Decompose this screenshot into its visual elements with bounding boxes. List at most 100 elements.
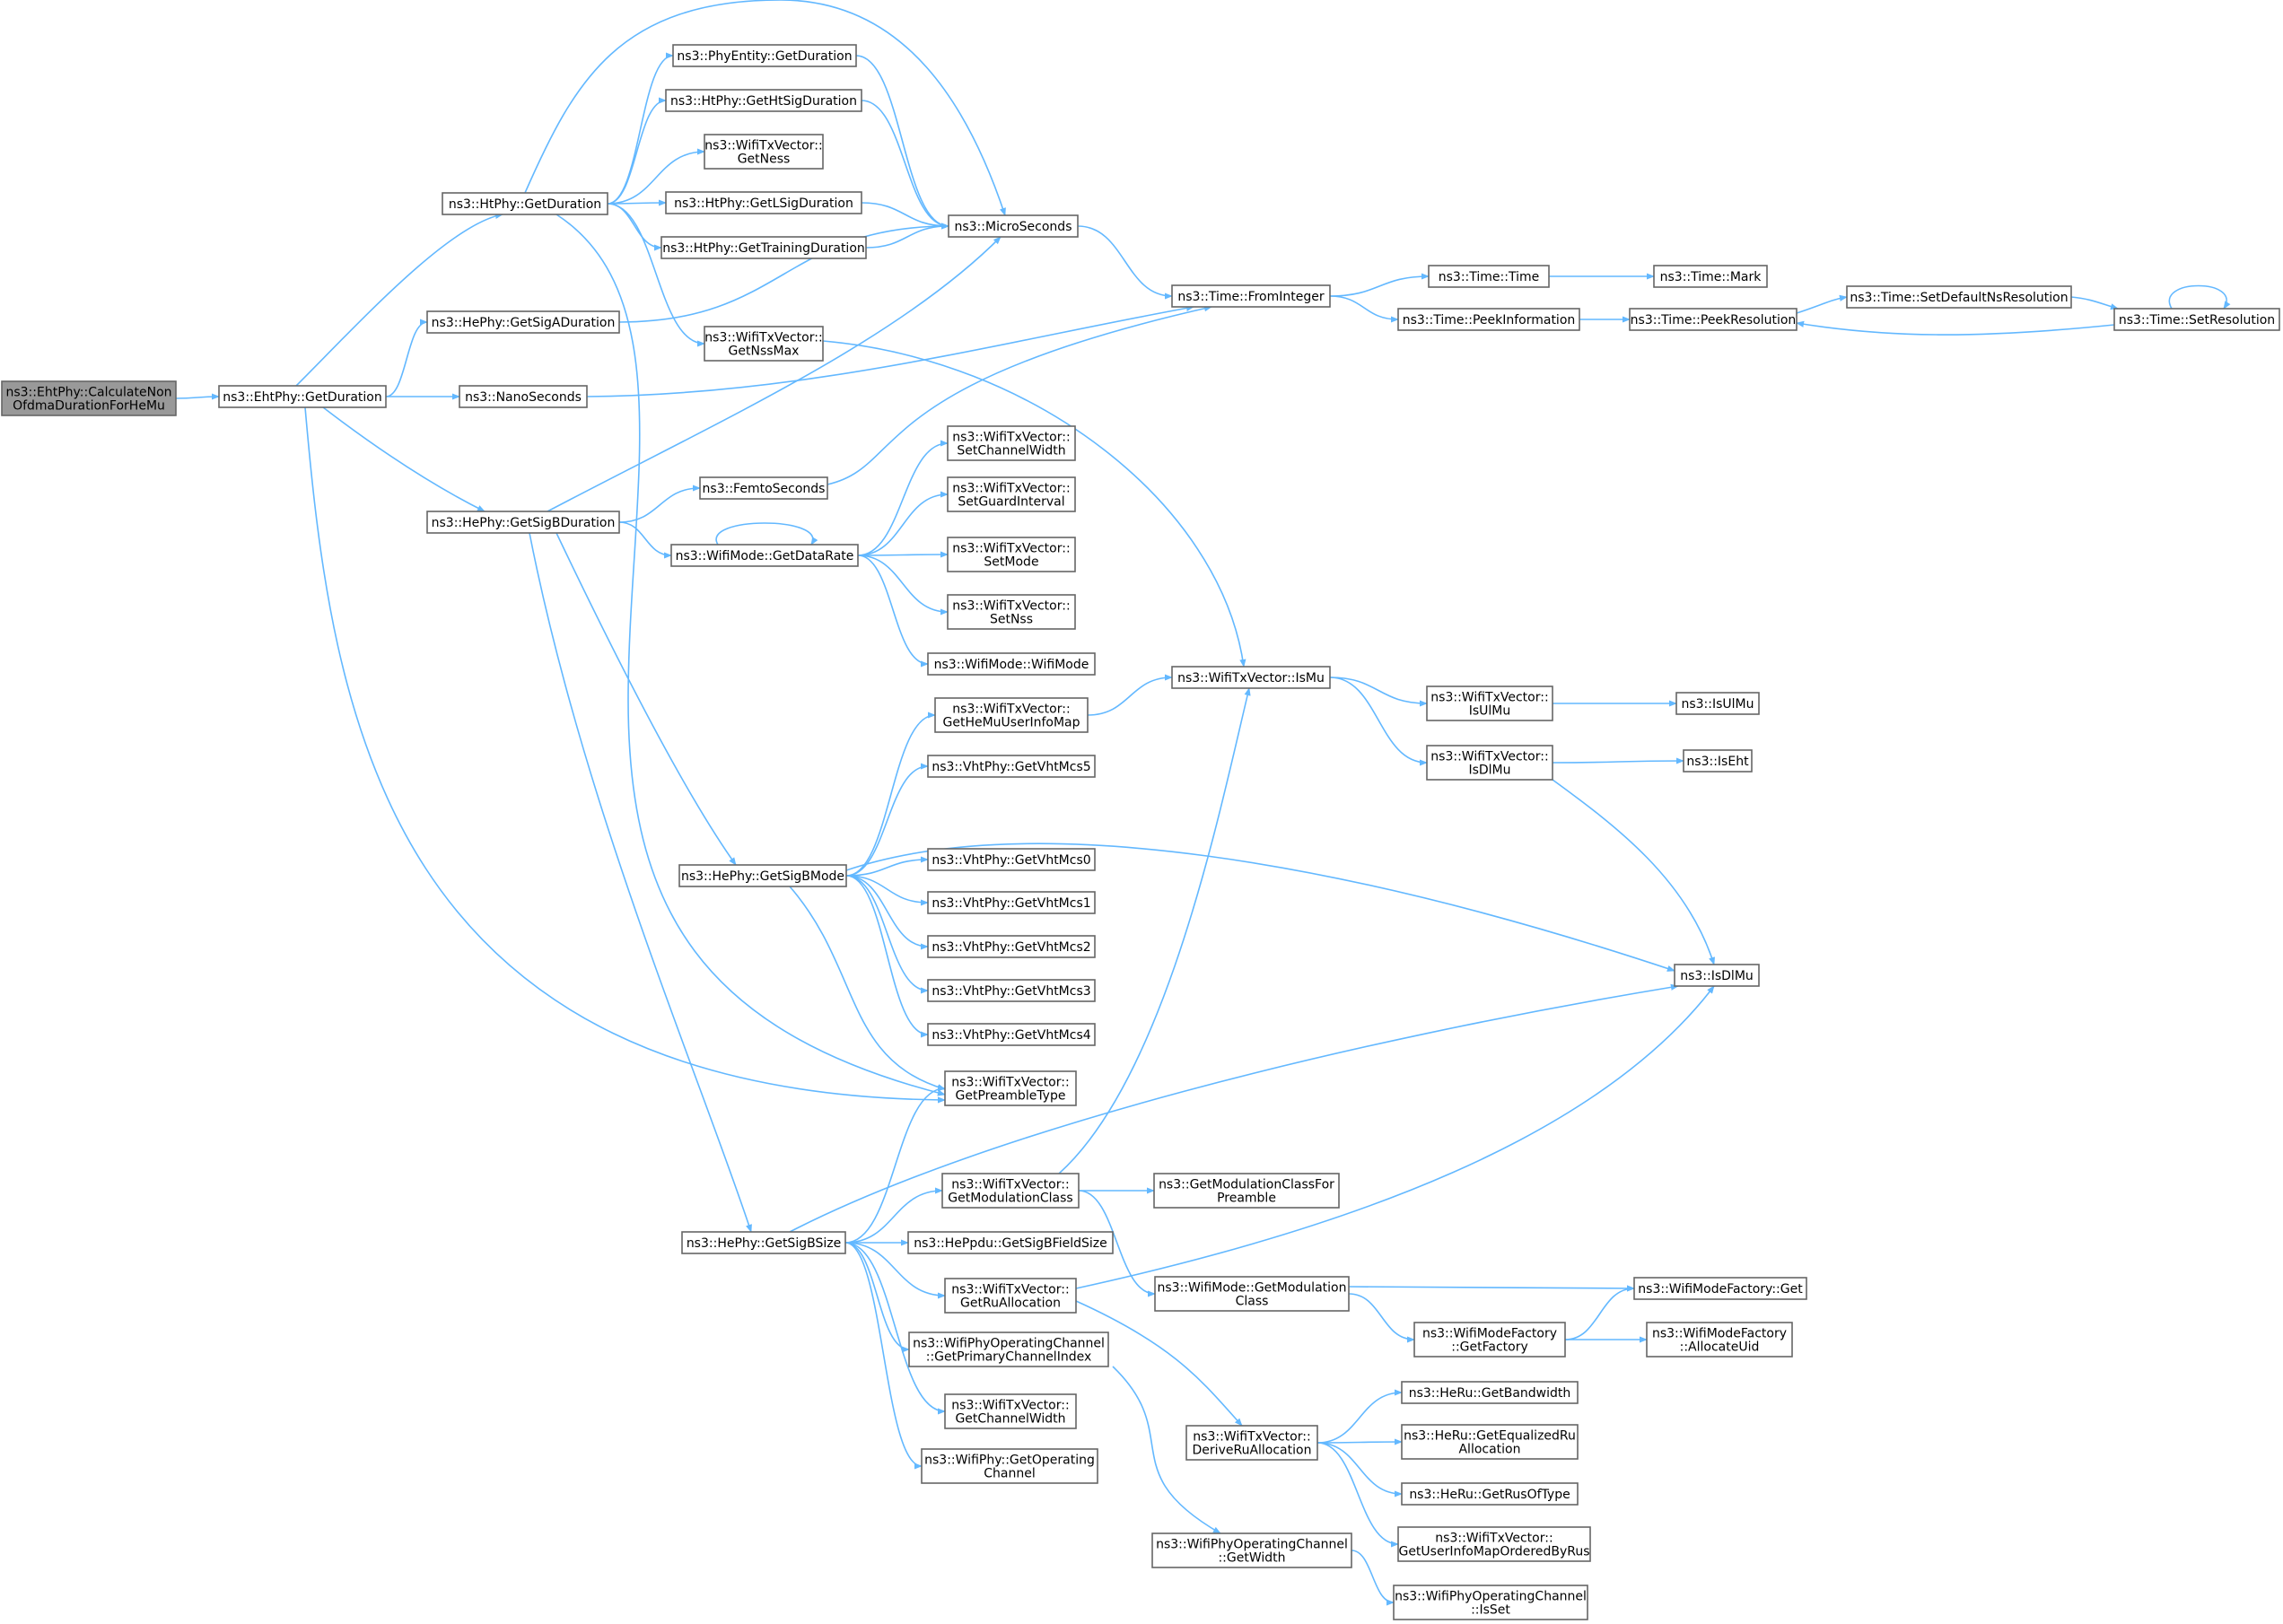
- node-ht-gethtsigduration[interactable]: ns3::HtPhy::GetHtSigDuration: [665, 89, 862, 112]
- node-he-getsigbsize[interactable]: ns3::HePhy::GetSigBSize: [681, 1231, 846, 1254]
- node-label: ns3::WifiModeFactory: [1652, 1327, 1787, 1341]
- edge-he_getsigbmode-to-vht_getvhtmcs1: [845, 875, 929, 906]
- node-txv-isdlmu[interactable]: ns3::WifiTxVector::IsDlMu: [1426, 745, 1553, 781]
- node-microseconds[interactable]: ns3::MicroSeconds: [948, 214, 1079, 238]
- node-time-frominteger[interactable]: ns3::Time::FromInteger: [1171, 284, 1331, 308]
- node-txv-setnss[interactable]: ns3::WifiTxVector::SetNss: [947, 594, 1076, 630]
- node-wifimode-getdatarate[interactable]: ns3::WifiMode::GetDataRate: [670, 544, 859, 567]
- node-label: ns3::WifiTxVector::: [1430, 750, 1548, 764]
- node-femtoseconds[interactable]: ns3::FemtoSeconds: [699, 476, 828, 500]
- node-label: ns3::WifiTxVector::: [704, 139, 822, 153]
- node-label: ns3::Time::PeekInformation: [1403, 313, 1576, 327]
- node-eht-getduration[interactable]: ns3::EhtPhy::GetDuration: [218, 385, 387, 408]
- node-vht-getvhtmcs4[interactable]: ns3::VhtPhy::GetVhtMcs4: [927, 1023, 1096, 1046]
- node-nanoseconds[interactable]: ns3::NanoSeconds: [459, 385, 588, 408]
- edge-he_getsigaduration-to-microseconds: [618, 223, 949, 323]
- node-wifimodefactory-allocateuid[interactable]: ns3::WifiModeFactory::AllocateUid: [1646, 1322, 1793, 1358]
- node-txv-setguardinterval[interactable]: ns3::WifiTxVector::SetGuardInterval: [947, 476, 1076, 512]
- node-box: [672, 44, 857, 67]
- node-he-getsigbmode[interactable]: ns3::HePhy::GetSigBMode: [678, 864, 847, 887]
- node-label: GetChannelWidth: [955, 1412, 1065, 1427]
- node-heru-getrusoftype[interactable]: ns3::HeRu::GetRusOfType: [1401, 1482, 1579, 1506]
- edge-txv_getmodulationclass-to-txv_ismu: [1058, 687, 1251, 1174]
- node-txv-getuserinfomaporderedbyrus[interactable]: ns3::WifiTxVector::GetUserInfoMapOrdered…: [1397, 1526, 1591, 1562]
- node-txv-getness[interactable]: ns3::WifiTxVector::GetNess: [704, 134, 824, 170]
- node-label: ns3::WifiTxVector::: [1435, 1532, 1553, 1546]
- node-txv-setmode[interactable]: ns3::WifiTxVector::SetMode: [947, 537, 1076, 572]
- node-txv-isulmu[interactable]: ns3::WifiTxVector::IsUlMu: [1426, 685, 1553, 721]
- node-time-time[interactable]: ns3::Time::Time: [1428, 265, 1550, 288]
- node-box: [665, 191, 862, 214]
- node-vht-getvhtmcs2[interactable]: ns3::VhtPhy::GetVhtMcs2: [927, 935, 1096, 958]
- node-wifimode-wifimode[interactable]: ns3::WifiMode::WifiMode: [927, 652, 1096, 676]
- node-txv-setchannelwidth[interactable]: ns3::WifiTxVector::SetChannelWidth: [947, 425, 1076, 461]
- node-txv-getchannelwidth[interactable]: ns3::WifiTxVector::GetChannelWidth: [944, 1393, 1077, 1429]
- node-txv-ismu[interactable]: ns3::WifiTxVector::IsMu: [1171, 666, 1331, 689]
- node-isdlmu[interactable]: ns3::IsDlMu: [1674, 964, 1760, 987]
- node-label: ns3::HePhy::GetSigBDuration: [432, 516, 616, 530]
- node-box: [218, 385, 387, 408]
- node-vht-getvhtmcs3[interactable]: ns3::VhtPhy::GetVhtMcs3: [927, 979, 1096, 1002]
- node-box: [908, 1332, 1109, 1367]
- node-label: ns3::WifiPhyOperatingChannel: [913, 1337, 1105, 1351]
- node-iseht[interactable]: ns3::IsEht: [1683, 749, 1753, 773]
- node-box: [681, 1231, 846, 1254]
- node-ht-getduration[interactable]: ns3::HtPhy::GetDuration: [442, 192, 608, 215]
- edge-he_getsigbsize-to-txv_getpreambletype: [844, 1085, 946, 1244]
- node-label: ns3::HePhy::GetSigBMode: [681, 869, 844, 884]
- node-box: [426, 511, 620, 534]
- edge-ht_gettrainingduration-to-microseconds: [865, 223, 949, 249]
- node-ht-getlsigduration[interactable]: ns3::HtPhy::GetLSigDuration: [665, 191, 862, 214]
- node-txv-getruallocation[interactable]: ns3::WifiTxVector::GetRuAllocation: [944, 1278, 1077, 1314]
- node-woc-isset[interactable]: ns3::WifiPhyOperatingChannel::IsSet: [1393, 1585, 1588, 1620]
- node-woc-getprimarychannelindex[interactable]: ns3::WifiPhyOperatingChannel::GetPrimary…: [908, 1332, 1109, 1367]
- node-woc-getwidth[interactable]: ns3::WifiPhyOperatingChannel::GetWidth: [1151, 1532, 1352, 1568]
- node-box: [1653, 265, 1768, 288]
- node-txv-deriveruallocation[interactable]: ns3::WifiTxVector::DeriveRuAllocation: [1185, 1425, 1318, 1461]
- edge-txv_deriveruallocation-to-heru_getequalizedruallocation: [1316, 1438, 1403, 1445]
- node-label: ns3::Time::FromInteger: [1177, 290, 1324, 304]
- node-isulmu[interactable]: ns3::IsUlMu: [1675, 692, 1760, 715]
- node-wifimode-getmodulationclass[interactable]: ns3::WifiMode::GetModulationClass: [1154, 1276, 1350, 1312]
- node-label: SetChannelWidth: [957, 444, 1065, 458]
- node-he-getsigbduration[interactable]: ns3::HePhy::GetSigBDuration: [426, 511, 620, 534]
- node-time-setresolution[interactable]: ns3::Time::SetResolution: [2113, 308, 2280, 331]
- node-ht-gettrainingduration[interactable]: ns3::HtPhy::GetTrainingDuration: [660, 236, 867, 259]
- node-label: OfdmaDurationForHeMu: [13, 399, 165, 414]
- edge-he_getsigbduration-to-femtoseconds: [618, 485, 701, 523]
- node-label: ns3::WifiTxVector::: [951, 1283, 1069, 1297]
- node-time-peekinformation[interactable]: ns3::Time::PeekInformation: [1397, 308, 1580, 331]
- node-box: [907, 1231, 1114, 1254]
- node-label: ns3::GetModulationClassFor: [1159, 1178, 1334, 1192]
- node-heppdu-getsigbfieldsize[interactable]: ns3::HePpdu::GetSigBFieldSize: [907, 1231, 1114, 1254]
- edge-he_getsigbsize-to-txv_getmodulationclass: [844, 1187, 943, 1244]
- node-txv-getmodulationclass[interactable]: ns3::WifiTxVector::GetModulationClass: [941, 1173, 1080, 1209]
- node-wifimodefactory-get[interactable]: ns3::WifiModeFactory::Get: [1633, 1277, 1807, 1300]
- edge-txv_isdlmu-to-isdlmu: [1552, 779, 1715, 965]
- node-time-mark[interactable]: ns3::Time::Mark: [1653, 265, 1768, 288]
- edge-wifimode_getdatarate-to-txv_setguardinterval: [857, 491, 949, 556]
- node-txv-gethemuuserinfomap[interactable]: ns3::WifiTxVector::GetHeMuUserInfoMap: [934, 697, 1089, 733]
- node-vht-getvhtmcs5[interactable]: ns3::VhtPhy::GetVhtMcs5: [927, 755, 1096, 778]
- node-root[interactable]: ns3::EhtPhy::CalculateNonOfdmaDurationFo…: [1, 380, 177, 416]
- node-time-peekresolution[interactable]: ns3::Time::PeekResolution: [1629, 308, 1798, 331]
- node-wifimodefactory-getfactory[interactable]: ns3::WifiModeFactory::GetFactory: [1413, 1322, 1566, 1358]
- node-label: ns3::WifiModeFactory::Get: [1638, 1282, 1803, 1297]
- node-box: [927, 848, 1096, 871]
- node-box: [927, 755, 1096, 778]
- node-heru-getbandwidth[interactable]: ns3::HeRu::GetBandwidth: [1401, 1381, 1579, 1404]
- node-he-getsigaduration[interactable]: ns3::HePhy::GetSigADuration: [426, 310, 620, 334]
- node-vht-getvhtmcs1[interactable]: ns3::VhtPhy::GetVhtMcs1: [927, 891, 1096, 914]
- node-label: SetGuardInterval: [958, 495, 1064, 510]
- node-txv-getpreambletype[interactable]: ns3::WifiTxVector::GetPreambleType: [944, 1070, 1077, 1106]
- node-time-setdefaultnsresolution[interactable]: ns3::Time::SetDefaultNsResolution: [1846, 285, 2072, 309]
- node-label: ns3::WifiTxVector::: [951, 1178, 1069, 1192]
- node-label: ns3::PhyEntity::GetDuration: [677, 49, 852, 64]
- node-phyentity-getduration[interactable]: ns3::PhyEntity::GetDuration: [672, 44, 857, 67]
- edge-eht_getduration-to-he_getsigaduration: [385, 319, 428, 397]
- node-vht-getvhtmcs0[interactable]: ns3::VhtPhy::GetVhtMcs0: [927, 848, 1096, 871]
- node-txv-getnssmax[interactable]: ns3::WifiTxVector::GetNssMax: [704, 326, 824, 362]
